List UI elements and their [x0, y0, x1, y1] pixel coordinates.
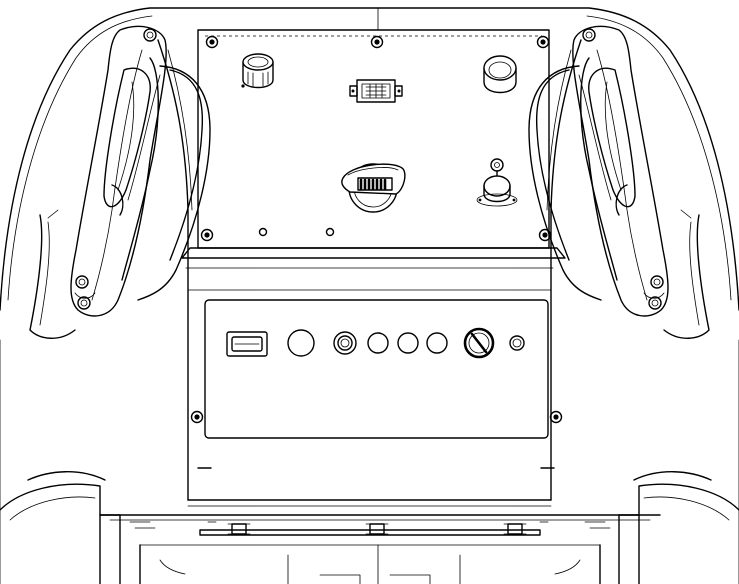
- mounting-screw-icon: [192, 412, 203, 423]
- mounting-screw-icon: [551, 412, 562, 423]
- mounting-screw-icon: [202, 230, 213, 241]
- push-button-icon: [334, 332, 356, 354]
- round-indicator-icon: [427, 333, 447, 353]
- round-indicator-icon: [398, 333, 418, 353]
- rectangular-switch-icon: [227, 332, 267, 356]
- left-handle-icon: [30, 26, 210, 338]
- mounting-screw-icon: [538, 37, 549, 48]
- ignition-switch-icon: [342, 164, 405, 212]
- small-indicator-icon: [510, 336, 524, 350]
- bracket-icon: [228, 524, 250, 534]
- control-panel: [188, 290, 562, 468]
- bracket-icon: [366, 524, 388, 534]
- mounting-screw-icon: [540, 230, 551, 241]
- small-hole: [327, 229, 334, 236]
- large-round-cutout-icon: [288, 330, 314, 356]
- lower-chassis: [0, 472, 739, 584]
- rotary-selector-icon: [465, 329, 493, 357]
- rotary-knob-icon: [241, 54, 273, 88]
- round-indicator-icon: [368, 333, 388, 353]
- small-hole: [260, 229, 267, 236]
- mounting-screw-icon: [207, 37, 218, 48]
- key-lever-icon: [477, 159, 517, 206]
- top-plate: [182, 8, 565, 268]
- round-button-icon: [484, 56, 516, 93]
- connector-socket-icon: [350, 80, 402, 102]
- mounting-screw-icon: [372, 37, 383, 48]
- right-handle-icon: [529, 26, 709, 338]
- bracket-icon: [504, 524, 526, 534]
